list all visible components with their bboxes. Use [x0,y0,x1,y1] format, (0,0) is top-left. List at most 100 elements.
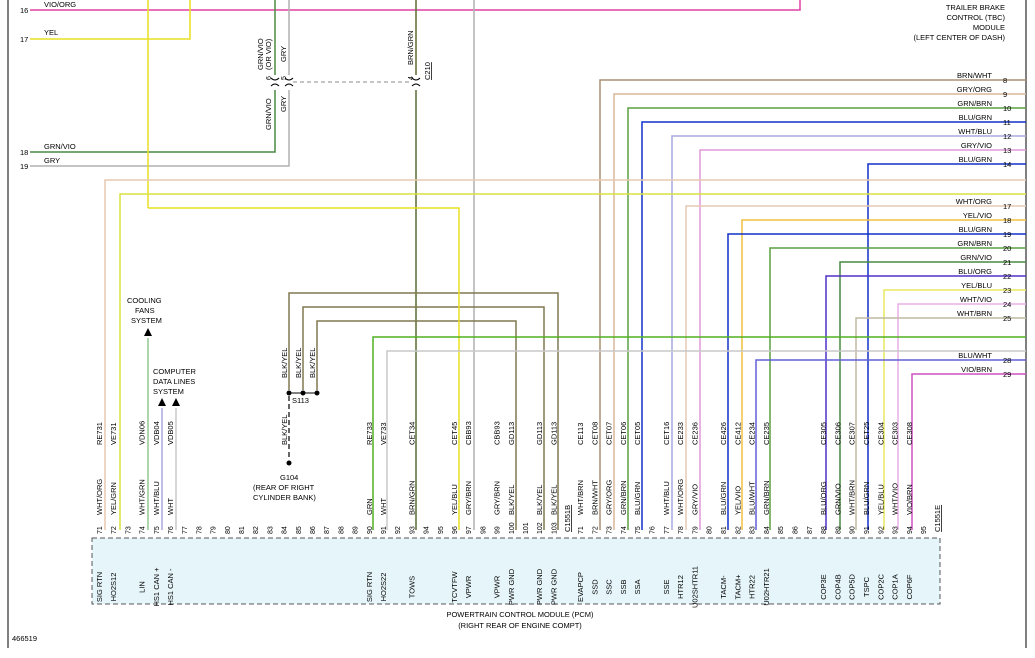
wire-17-yel [30,0,191,40]
pin-number: 102 [537,522,544,534]
pin-function: PWR GND [549,568,558,605]
wire-10 [627,107,1026,530]
pin-number: 89 [835,526,842,534]
pin-function: TACM+ [733,574,742,600]
right-wire-number: 25 [1003,314,1011,323]
pin-number: 74 [621,526,628,534]
pin-circuit: CET25 [862,422,871,445]
wire-28 [755,359,1026,530]
wire-23 [883,289,1026,530]
pin-number: 93 [409,526,416,534]
pin-number: 85 [296,526,303,534]
pin-number: 93 [893,526,900,534]
pin-number: 103 [551,522,558,534]
svg-text:GRY: GRY [279,96,288,112]
pin-wire-color: YEL/GRN [109,482,118,515]
svg-text:GRN/VIO: GRN/VIO [44,142,76,151]
pin-circuit: CE236 [690,422,699,445]
pin-number: 86 [793,526,800,534]
pin-number: 75 [635,526,642,534]
wire-16-vio-org [30,0,801,11]
pin-wire-color: GRY/BRN [464,481,473,515]
c210-connector: GRN/VIO (OR VIO) GRY GRN/VIO GRY BRN/GRN… [147,0,475,530]
pin-wire-color: WHT/BRN [576,480,585,515]
pin-circuit: RE733 [365,422,374,445]
pin-function: HTR22 [748,575,757,599]
pin-wire-color: WHT/GRN [138,479,147,515]
pin-function: TACM- [719,575,728,599]
wire-13 [699,149,1026,530]
right-wire-label: GRN/BRN [957,239,992,248]
pin-circuit: CET45 [450,422,459,445]
pin-function: PWR GND [507,568,516,605]
pin-function: COP2C [876,573,885,599]
right-wire-label: BLU/WHT [958,351,992,360]
right-wire-label: WHT/BLU [958,127,992,136]
pin-function: SIG RTN [365,572,374,602]
right-wire-label: YEL/VIO [963,211,992,220]
pin-circuit: CE306 [833,422,842,445]
svg-text:GRY: GRY [44,156,60,165]
pin-number: 71 [97,526,104,534]
wire-29 [911,373,1026,530]
pin-function: COP6F [905,574,914,599]
wire-19 [727,233,1026,530]
pin-function: SSE [662,579,671,594]
pin-circuit: GD113 [507,422,516,445]
pin-wire-color: BLK/YEL [507,485,516,515]
svg-text:6: 6 [266,76,273,80]
pin-function: HO2S12 [109,573,118,602]
pin-circuit: CE235 [762,422,771,445]
pin-number: 82 [735,526,742,534]
pin-circuit: RE731 [95,422,104,445]
right-wire-number: 11 [1003,118,1011,127]
pin-wire-color: GRN [365,498,374,515]
pin-number: 83 [267,526,274,534]
pin-number: 95 [921,526,928,534]
pin-wire-color: BRN/WHT [590,480,599,515]
pin-number: 73 [125,526,132,534]
svg-text:19: 19 [20,162,28,171]
svg-text:MODULE: MODULE [973,23,1005,32]
pin-circuit: CE303 [891,422,900,445]
pin-wire-color: WHT [379,498,388,515]
pin-number: 85 [778,526,785,534]
pin-function: COP4B [833,574,842,599]
wire-18-grn-vio [30,90,276,153]
left-wires: 16 VIO/ORG 17 YEL 18 GRN/VIO 19 GRY [20,0,801,171]
pin-circuit: CET07 [605,422,614,445]
pin-number: 94 [424,526,431,534]
pin-function: SSC [605,579,614,595]
pin-circuit: CE304 [876,422,885,445]
svg-text:FANS: FANS [135,306,155,315]
pin-number: 82 [253,526,260,534]
pcm-module-box [91,537,941,605]
pin-function: HTR12 [676,575,685,599]
svg-text:GRN/VIO: GRN/VIO [264,98,273,130]
pin-function: TCVTFW [450,570,459,602]
right-wire-number: 17 [1003,202,1011,211]
pin-function: EVAPCP [576,572,585,602]
pin-number: 94 [907,526,914,534]
right-wire-label: WHT/BRN [957,309,992,318]
connector-c1551b: C1551B [563,505,572,532]
pin-wire-color: GRY/VIO [690,484,699,515]
connector-c1551e: C1551E [933,505,942,532]
pin-wire-color: BLK/YEL [535,485,544,515]
pin-number: 79 [211,526,218,534]
right-wire-number: 19 [1003,230,1011,239]
svg-text:(REAR OF RIGHT: (REAR OF RIGHT [253,483,315,492]
pin-wire-color: VIO/BRN [905,484,914,515]
pin-function: COP5D [848,573,857,599]
pin-circuit: CET06 [619,422,628,445]
pin-wire-color: BLU/GRN [633,482,642,515]
pin-function: SIG RTN [95,572,104,602]
svg-text:C210: C210 [423,62,432,80]
right-wire-number: 9 [1003,90,1007,99]
svg-text:COOLING: COOLING [127,296,162,305]
right-wire-label: BLU/GRN [959,155,992,164]
pin-wire-color: GRY/BRN [493,481,502,515]
pin-circuit: CE234 [748,422,757,445]
pin-wire-color: WHT/BLU [662,481,671,515]
